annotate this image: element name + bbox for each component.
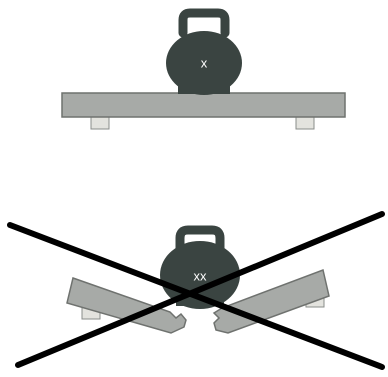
weight-label-x: x [201, 55, 208, 70]
right-support-icon [296, 116, 314, 129]
top-panel: x [62, 13, 345, 129]
kettlebell-icon [166, 13, 242, 95]
left-support-icon [91, 116, 109, 129]
weight-label-xx: xx [194, 268, 208, 283]
intact-beam-icon [62, 93, 345, 117]
bottom-panel: xx [10, 214, 382, 367]
